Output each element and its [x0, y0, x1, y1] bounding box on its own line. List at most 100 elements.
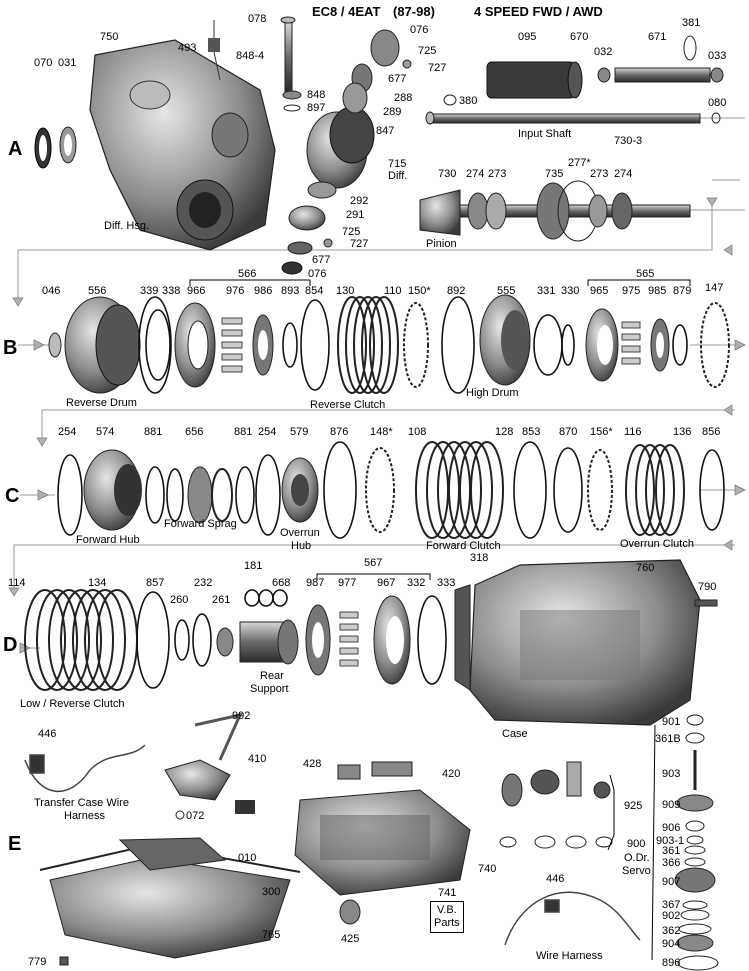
part-318: 318 — [470, 552, 489, 564]
part-330: 330 — [561, 285, 580, 297]
part-909: 909 — [662, 799, 681, 811]
part-181: 181 — [244, 560, 263, 572]
part-367: 367 — [662, 899, 681, 911]
part-110: 110 — [384, 285, 402, 297]
label-transfer-case-wire-1: Transfer Case Wire — [34, 797, 129, 809]
part-410: 410 — [248, 753, 267, 765]
part-725-b: 725 — [342, 226, 361, 238]
differential-art — [281, 29, 412, 275]
part-730: 730 — [438, 168, 457, 180]
high-drum-art — [479, 294, 531, 386]
part-331: 331 — [537, 285, 556, 297]
part-848-4: 848-4 — [236, 50, 265, 62]
part-741: 741 — [438, 887, 457, 899]
part-366: 366 — [662, 857, 681, 869]
part-566: 566 — [238, 268, 257, 280]
row-c-rings-art — [57, 441, 725, 539]
overrun-clutch-pack-art — [625, 444, 685, 536]
part-670: 670 — [570, 31, 589, 43]
part-080: 080 — [708, 97, 727, 109]
part-903-1: 903-1 — [656, 835, 685, 847]
part-381: 381 — [682, 17, 701, 29]
part-925: 925 — [624, 800, 643, 812]
part-108: 108 — [408, 426, 427, 438]
inhibitor-switch-art — [164, 712, 255, 820]
part-076: 076 — [410, 24, 429, 36]
part-901: 901 — [662, 716, 681, 728]
part-847: 847 — [376, 125, 395, 137]
part-893: 893 — [281, 285, 300, 297]
part-361: 361 — [662, 845, 681, 857]
retainer-986-art — [252, 314, 274, 376]
label-rear-support-1: Rear — [260, 670, 284, 682]
shaft-848-art — [280, 16, 302, 112]
part-292: 292 — [350, 195, 369, 207]
part-727-a: 727 — [428, 62, 447, 74]
part-725-a: 725 — [418, 45, 437, 57]
filter-010-art — [118, 837, 227, 871]
part-985: 985 — [648, 285, 667, 297]
vb-parts-line-2: Parts — [434, 917, 460, 929]
drain-plug-779-art — [59, 956, 69, 966]
od-servo-parts-art — [499, 761, 613, 849]
seal-rings-art — [443, 35, 721, 124]
part-857: 857 — [146, 577, 165, 589]
sensor-493-art — [208, 20, 221, 81]
label-rear-support-2: Support — [250, 683, 289, 695]
part-965: 965 — [590, 285, 609, 297]
part-136: 136 — [673, 426, 692, 438]
vb-parts-line-1: V.B. — [436, 904, 457, 916]
part-790: 790 — [698, 581, 717, 593]
part-854: 854 — [305, 285, 324, 297]
part-900: 900 — [627, 838, 646, 850]
part-975: 975 — [622, 285, 641, 297]
part-070: 070 — [34, 57, 53, 69]
part-072: 072 — [186, 810, 205, 822]
part-291: 291 — [346, 209, 365, 221]
row-b-rings-art — [138, 296, 688, 394]
sleeve-095-art — [486, 61, 583, 99]
part-339: 339 — [140, 285, 159, 297]
label-overrun-clutch: Overrun Clutch — [620, 538, 694, 550]
part-906: 906 — [662, 822, 681, 834]
label-input-shaft: Input Shaft — [518, 128, 572, 140]
label-reverse-clutch: Reverse Clutch — [310, 399, 386, 411]
part-288: 288 — [394, 92, 413, 104]
part-420: 420 — [442, 768, 461, 780]
label-od-servo-2: Servo — [622, 865, 651, 877]
part-907: 907 — [662, 876, 681, 888]
part-261: 261 — [212, 594, 231, 606]
label-high-drum: High Drum — [466, 387, 519, 399]
label-od-servo-1: O.Dr. — [624, 852, 650, 864]
rear-support-art — [239, 619, 299, 665]
part-848: 848 — [307, 89, 326, 101]
servo-stack-art — [674, 714, 719, 971]
header-years: (87-98) — [393, 4, 435, 19]
diff-housing-art — [89, 39, 276, 251]
part-677-b: 677 — [312, 254, 331, 266]
part-740: 740 — [478, 863, 497, 875]
part-046: 046 — [42, 285, 61, 297]
part-853: 853 — [522, 426, 541, 438]
part-556: 556 — [88, 285, 107, 297]
part-976: 976 — [226, 285, 245, 297]
pinion-shaft-art — [419, 180, 691, 242]
part-254-b: 254 — [258, 426, 277, 438]
section-e: E — [8, 833, 22, 855]
label-diff-hsg: Diff. Hsg. — [104, 220, 150, 232]
part-977: 977 — [338, 577, 357, 589]
part-656: 656 — [185, 426, 204, 438]
part-735: 735 — [545, 168, 564, 180]
part-493: 493 — [178, 42, 197, 54]
retainer-985-art — [650, 318, 670, 372]
part-114: 114 — [8, 577, 26, 589]
part-876: 876 — [330, 426, 349, 438]
input-shaft-670-art — [425, 111, 701, 125]
solenoids-art — [337, 761, 413, 780]
label-case: Case — [502, 728, 528, 740]
part-904: 904 — [662, 938, 681, 950]
part-031: 031 — [58, 57, 77, 69]
piston-965-art — [585, 308, 619, 382]
label-overrun-hub-2: Hub — [291, 540, 312, 552]
